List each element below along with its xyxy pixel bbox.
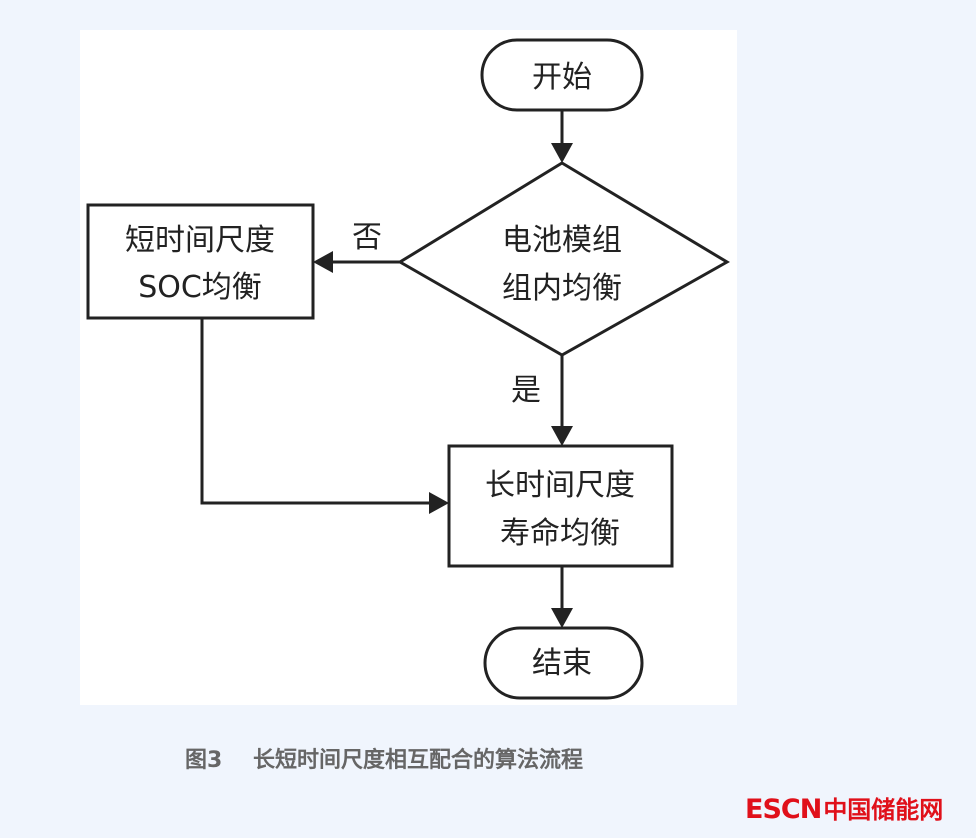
figure-caption: 图3 长短时间尺度相互配合的算法流程	[185, 748, 583, 773]
decision-label-2: 组内均衡	[502, 271, 622, 306]
start-label: 开始	[532, 60, 592, 95]
long-term-box	[447, 444, 674, 568]
short-label-1: 短时间尺度	[125, 223, 275, 258]
end-terminal	[483, 626, 644, 700]
end-label: 结束	[532, 646, 592, 681]
decision-label-1: 电池模组	[502, 223, 622, 258]
no-label: 否	[352, 220, 382, 255]
escn-logo: ESCN中国储能网	[745, 790, 943, 825]
diagram-panel	[80, 30, 737, 705]
arrow-short-long	[200, 318, 432, 505]
long-label-1: 长时间尺度	[485, 468, 635, 503]
long-label-2: 寿命均衡	[500, 516, 620, 551]
arrowhead	[429, 492, 449, 514]
logo-latin: ESCN	[745, 794, 822, 825]
arrowhead	[551, 143, 573, 163]
arrowhead	[551, 608, 573, 628]
arrowhead	[551, 426, 573, 446]
short-label-2: SOC均衡	[138, 270, 262, 305]
arrowheads	[313, 143, 573, 628]
logo-chinese: 中国储能网	[823, 796, 944, 824]
decision-diamond	[397, 161, 730, 357]
yes-label: 是	[511, 373, 541, 408]
arrowhead	[313, 251, 333, 273]
